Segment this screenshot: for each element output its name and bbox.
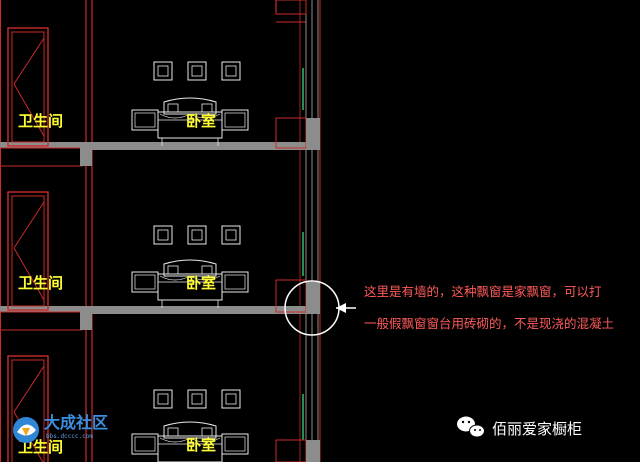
bedroom-label: 卧室 xyxy=(186,274,216,292)
annotation-line-2: 一般假飘窗窗台用砖砌的，不是现浇的混凝土 xyxy=(364,316,614,331)
room-labels: 卫生间 卧室 卫生间 卧室 卫生间 卧室 xyxy=(18,112,216,456)
annotation: 这里是有墙的，这种飘窗是家飘窗，可以打 一般假飘窗窗台用砖砌的，不是现浇的混凝土 xyxy=(364,284,614,331)
bathroom-label: 卫生间 xyxy=(18,274,63,292)
wechat-icon xyxy=(457,416,485,438)
site-logo-icon xyxy=(13,417,39,443)
bathroom-doors xyxy=(7,27,49,462)
bedroom-label: 卧室 xyxy=(186,436,216,454)
site-watermark: 大成社区 bbs.dcccc.com xyxy=(13,413,108,443)
brand-badge: 佰丽爱家橱柜 xyxy=(457,416,582,438)
bedroom-label: 卧室 xyxy=(186,112,216,130)
bathroom-label: 卫生间 xyxy=(18,112,63,130)
brand-name: 佰丽爱家橱柜 xyxy=(492,420,582,438)
floor-slabs xyxy=(0,0,320,462)
site-url: bbs.dcccc.com xyxy=(46,433,93,440)
site-name: 大成社区 xyxy=(44,413,108,432)
annotation-line-1: 这里是有墙的，这种飘窗是家飘窗，可以打 xyxy=(364,284,602,299)
highlight-marker xyxy=(284,280,356,336)
structure-lines xyxy=(0,0,321,462)
